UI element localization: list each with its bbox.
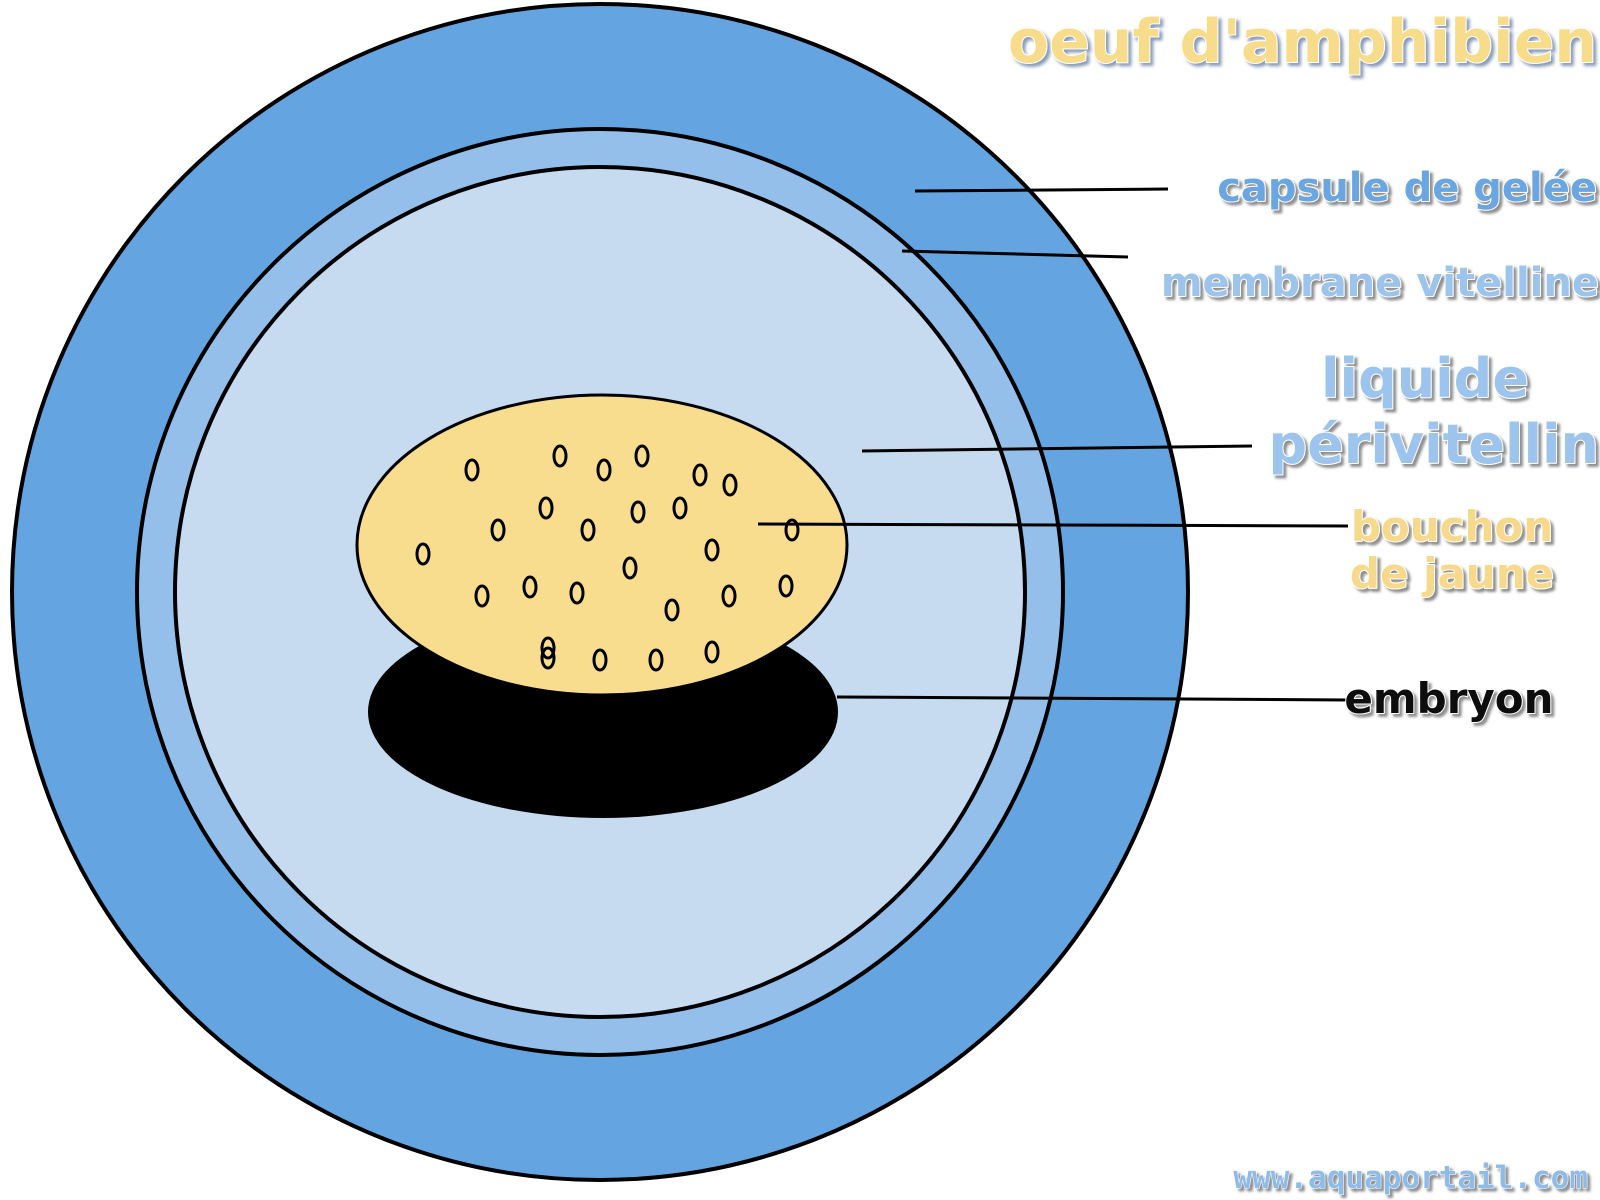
leader-line-bouchon [757,522,1349,528]
yolk-granule [648,648,664,672]
label-embryon: embryon [1344,674,1553,723]
label-membrane: membrane vitelline [1161,260,1599,306]
yolk-granule [464,458,480,482]
yolk-granule [415,542,431,566]
leader-line-liquide [861,444,1253,453]
yolk-granule [538,496,554,520]
yolk-granule [784,518,800,542]
label-bouchon-line1: bouchon [1351,502,1553,551]
watermark-url: www.aquaportail.com [1233,1160,1588,1196]
yolk-granule [552,444,568,468]
label-liquide-line2: périvitellin [1268,413,1599,476]
yolk-granules [415,444,800,672]
leader-line-capsule [914,187,1169,193]
yolk-granule [580,518,596,542]
yolk-granule [722,473,738,497]
diagram-title: oeuf d'amphibien [1008,7,1597,77]
yolk-granule [540,636,556,660]
yolk-granule [672,496,688,520]
label-capsule: capsule de gelée [1217,165,1597,211]
yolk-granule [490,518,506,542]
yolk-granule [634,444,650,468]
yolk-granule [592,648,608,672]
yolk-granule [622,556,638,580]
yolk-granule [721,584,737,608]
yolk-granule [664,598,680,622]
yolk-granule [474,584,490,608]
yolk-granule [704,640,720,664]
yolk-granule [630,500,646,524]
yolk-granule [692,463,708,487]
yolk-granule [704,538,720,562]
yolk-granule [778,574,794,598]
yolk-granule [569,581,585,605]
leader-line-embryon [836,695,1349,702]
yolk-granule [522,575,538,599]
label-bouchon-line2: de jaune [1350,549,1554,598]
yolk-granule [540,646,556,670]
leader-line-membrane [901,249,1129,259]
yolk-granule [596,458,612,482]
label-liquide-line1: liquide [1321,347,1529,410]
